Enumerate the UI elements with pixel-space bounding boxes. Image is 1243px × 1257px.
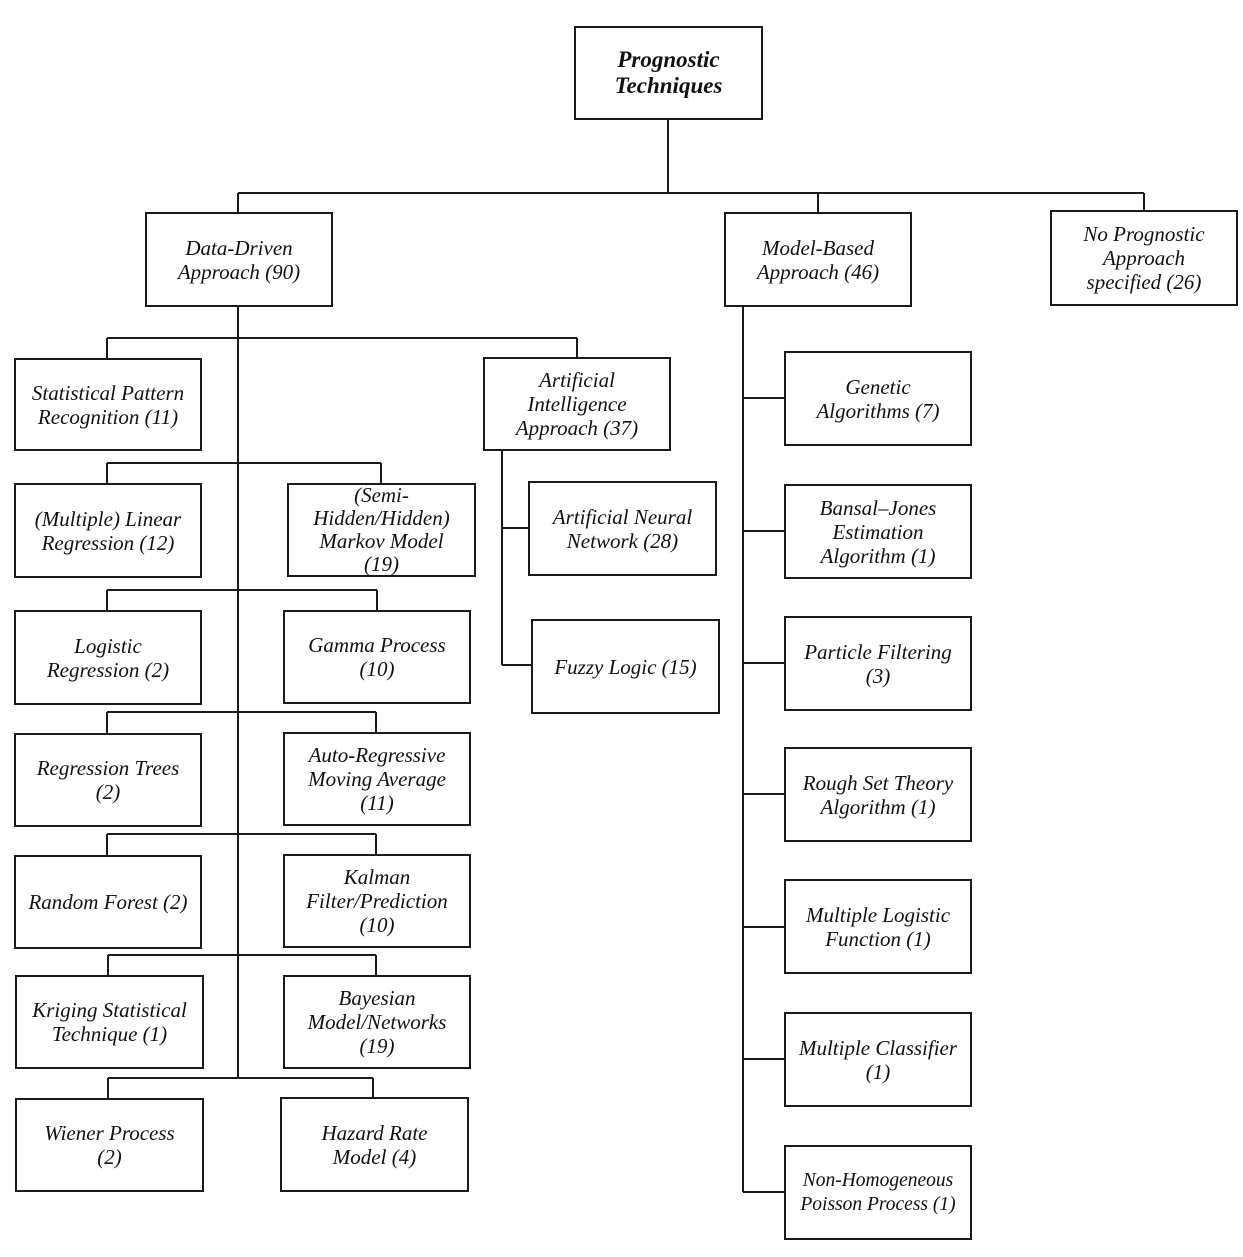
node-label-line: Fuzzy Logic (15) <box>554 654 697 679</box>
node-label-line: (10) <box>359 657 395 681</box>
node-label-line: (2) <box>97 1145 122 1169</box>
multiple-classifier-node: Multiple Classifier(1) <box>784 1012 972 1107</box>
node-label-line: (Multiple) Linear <box>34 506 182 531</box>
node-label-line: Approach (37) <box>515 416 639 440</box>
node-label-line: Logistic <box>74 633 142 658</box>
node-label-line: Approach <box>1102 246 1186 270</box>
particle-filtering-node: Particle Filtering(3) <box>784 616 972 711</box>
node-label-line: (2) <box>95 780 121 804</box>
node-label-line: Markov Model <box>319 529 444 553</box>
random-forest-node: Random Forest (2) <box>14 855 202 949</box>
node-label-line: Hazard Rate <box>321 1120 428 1145</box>
node-label-line: Bansal–Jones <box>819 495 937 520</box>
node-label-line: Hidden/Hidden) <box>313 506 450 530</box>
node-label-line: Data-Driven <box>185 235 293 260</box>
node-label-line: Algorithms (7) <box>816 398 940 423</box>
node-label-line: Model/Networks <box>307 1010 447 1034</box>
node-label-line: Regression (12) <box>41 530 175 555</box>
node-label-line: Model-Based <box>762 235 874 260</box>
node-label-line: (Semi- <box>354 483 409 507</box>
node-label-line: Function (1) <box>825 926 931 951</box>
node-label-line: Particle Filtering <box>804 639 952 664</box>
wiener-process-node: Wiener Process(2) <box>15 1098 204 1192</box>
node-label-line: Kriging Statistical <box>32 998 187 1022</box>
node-label-line: Approach (46) <box>756 259 880 284</box>
node-label-line: Random Forest (2) <box>28 890 188 914</box>
node-label-line: Intelligence <box>527 392 627 416</box>
regression-trees-node: Regression Trees(2) <box>14 733 202 827</box>
root-label-line: Techniques <box>614 73 723 98</box>
node-label-line: Non-Homogeneous <box>802 1169 954 1191</box>
node-label-line: (1) <box>865 1059 891 1084</box>
node-label-line: Artificial <box>539 368 615 392</box>
fuzzy-logic-node: Fuzzy Logic (15) <box>531 619 720 714</box>
node-label-line: specified (26) <box>1086 270 1202 294</box>
node-label-line: (19) <box>359 1034 395 1058</box>
node-label-line: Poisson Process (1) <box>800 1193 956 1215</box>
node-label-line: Regression Trees <box>36 756 180 780</box>
node-label-line: Wiener Process <box>44 1121 175 1145</box>
node-label-line: (11) <box>360 791 394 815</box>
node-label-line: Rough Set Theory <box>802 770 954 795</box>
node-label-line: (19) <box>363 552 399 576</box>
node-label-line: Network (28) <box>566 528 679 553</box>
node-label-line: (10) <box>359 913 395 937</box>
node-label-line: Gamma Process <box>308 633 446 657</box>
node-label-line: Model (4) <box>332 1144 417 1169</box>
node-label-line: Technique (1) <box>51 1022 168 1046</box>
node-label-line: Multiple Logistic <box>805 902 951 927</box>
node-label-line: Filter/Prediction <box>306 889 448 913</box>
node-label-line: Multiple Classifier <box>798 1035 958 1060</box>
node-label-line: Bayesian <box>338 986 416 1010</box>
node-label-line: (3) <box>865 663 891 688</box>
root-label-line: Prognostic <box>617 47 720 72</box>
gamma-process-node: Gamma Process(10) <box>283 610 471 704</box>
node-label-line: Recognition (11) <box>37 404 179 429</box>
node-label-line: No Prognostic <box>1083 222 1205 246</box>
node-label-line: Auto-Regressive <box>308 743 446 767</box>
node-label-line: Genetic <box>845 374 911 399</box>
node-label-line: Estimation <box>832 519 924 544</box>
node-label-line: Approach (90) <box>177 259 301 284</box>
node-label-line: Moving Average <box>308 767 446 791</box>
node-label-line: Statistical Pattern <box>31 380 185 405</box>
node-label-line: Regression (2) <box>46 657 170 682</box>
node-label-line: Algorithm (1) <box>820 794 936 819</box>
node-label-line: Kalman <box>343 865 411 889</box>
node-label-line: Artificial Neural <box>552 504 693 529</box>
markov-model-node: (Semi-Hidden/Hidden)Markov Model(19) <box>287 483 476 577</box>
node-label-line: Algorithm (1) <box>820 543 936 568</box>
